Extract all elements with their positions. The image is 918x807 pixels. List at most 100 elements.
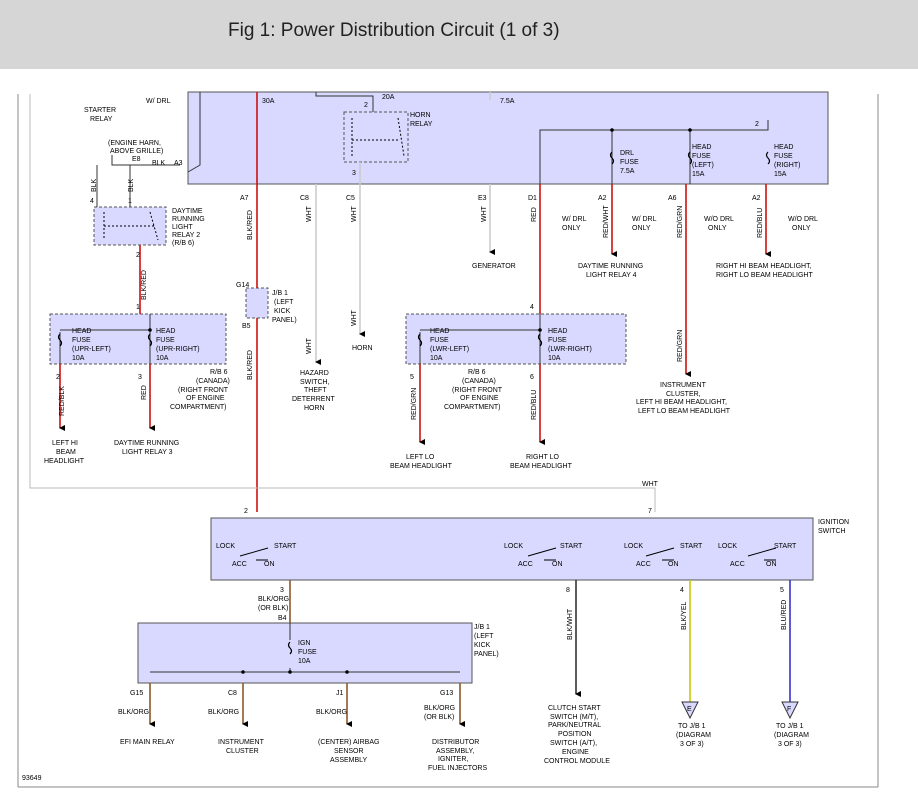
label: LIGHT: [172, 224, 193, 231]
label: WHT: [642, 481, 659, 488]
label: FUEL INJECTORS: [428, 765, 487, 772]
label: POSITION: [558, 731, 591, 738]
label: FUSE: [430, 337, 449, 344]
ignition-switch-box: [210, 517, 814, 581]
label: HORN: [304, 405, 325, 412]
label: FUSE: [548, 337, 567, 344]
label: HEAD: [774, 144, 793, 151]
jb1-ign-box: [137, 622, 473, 684]
label: START: [774, 543, 797, 550]
label: 3 OF 3): [680, 741, 704, 748]
label: SENSOR: [334, 748, 364, 755]
label: EFI MAIN RELAY: [120, 739, 175, 746]
label: (DIAGRAM: [676, 732, 711, 739]
label: DETERRENT: [292, 396, 336, 403]
label: KICK: [474, 642, 491, 649]
label: BLU/RED: [781, 600, 788, 630]
flag-f: [781, 701, 799, 720]
label: 2: [364, 102, 368, 109]
label: FUSE: [620, 159, 639, 166]
label: START: [560, 543, 583, 550]
label: 3: [138, 374, 142, 381]
label: HEAD: [692, 144, 711, 151]
label: HEAD: [72, 328, 91, 335]
label: RED/BLU: [757, 208, 764, 238]
label: (UPR-LEFT): [72, 346, 111, 353]
component-boxes: [49, 91, 829, 684]
label: RED/WHT: [603, 205, 610, 238]
label: WHT: [351, 205, 358, 222]
label: (OR BLK): [424, 714, 454, 721]
label: RED: [531, 207, 538, 222]
label: (LEFT: [274, 299, 294, 306]
fuse-lwr-right: [537, 333, 543, 347]
label: 3: [352, 170, 356, 177]
wht-return-wire: [29, 94, 656, 512]
label: 3 OF 3): [778, 741, 802, 748]
label: A6: [668, 195, 677, 202]
label: ACC: [518, 561, 533, 568]
label: C8: [300, 195, 309, 202]
label: F: [787, 706, 791, 713]
top-relay-box: [187, 91, 829, 185]
label: PARK/NEUTRAL: [548, 722, 601, 729]
label: (R/B 6): [172, 240, 194, 247]
label: DAYTIME RUNNING: [578, 263, 643, 270]
label: 1: [136, 304, 140, 311]
label: BLK/ORG: [208, 709, 239, 716]
label: LOCK: [216, 543, 235, 550]
label: CLUSTER,: [666, 391, 701, 398]
label: SWITCH: [818, 528, 846, 535]
label: BLK/YEL: [681, 601, 688, 630]
label: R/B 6: [468, 369, 486, 376]
label: R/B 6: [210, 369, 228, 376]
label: SWITCH (A/T),: [550, 740, 597, 747]
label: C8: [228, 690, 237, 697]
label: HORN: [352, 345, 373, 352]
label: ENGINE: [562, 749, 589, 756]
label: BLK: [91, 178, 98, 192]
label: ON: [766, 561, 777, 568]
label: J/B 1: [272, 290, 288, 297]
diagram-frame: [17, 94, 879, 788]
label: 2: [56, 374, 60, 381]
label: INSTRUMENT: [660, 382, 707, 389]
head-fuse-lower-box: [405, 313, 627, 365]
ign-switch-4: [747, 547, 777, 561]
fuse-ign: [287, 641, 293, 655]
label: RIGHT LO: [526, 454, 559, 461]
label: WHT: [306, 337, 313, 354]
figure-header: Fig 1: Power Distribution Circuit (1 of …: [0, 0, 918, 69]
label: 20A: [382, 94, 395, 101]
label: CLUTCH START: [548, 705, 601, 712]
label: RED: [141, 385, 148, 400]
label: CLUSTER: [226, 748, 259, 755]
label: BLK/WHT: [567, 608, 574, 640]
label: FUSE: [298, 649, 317, 656]
drl2-relay-coil: [103, 211, 159, 241]
label: FUSE: [692, 153, 711, 160]
label: (LWR-RIGHT): [548, 346, 592, 353]
label: (RIGHT FRONT: [178, 387, 229, 394]
label: BEAM HEADLIGHT: [390, 463, 453, 470]
label: HEAD: [430, 328, 449, 335]
label: 2: [136, 252, 140, 259]
label: RELAY: [90, 116, 113, 123]
label: RELAY: [410, 121, 433, 128]
label: A7: [240, 195, 249, 202]
label: BEAM: [56, 449, 76, 456]
label: W/ DRL: [632, 216, 657, 223]
label: (CANADA): [196, 378, 230, 385]
label: LEFT HI BEAM HEADLIGHT,: [636, 399, 727, 406]
label: W/O DRL: [788, 216, 818, 223]
label: 10A: [72, 355, 85, 362]
label: G13: [440, 690, 453, 697]
label: 4: [530, 304, 534, 311]
label: STARTER: [84, 107, 116, 114]
label: OF ENGINE: [460, 395, 499, 402]
bus-top-right: [539, 120, 769, 184]
label: RIGHT HI BEAM HEADLIGHT,: [716, 263, 812, 270]
label: DAYTIME: [172, 208, 203, 215]
label: (RIGHT FRONT: [452, 387, 503, 394]
